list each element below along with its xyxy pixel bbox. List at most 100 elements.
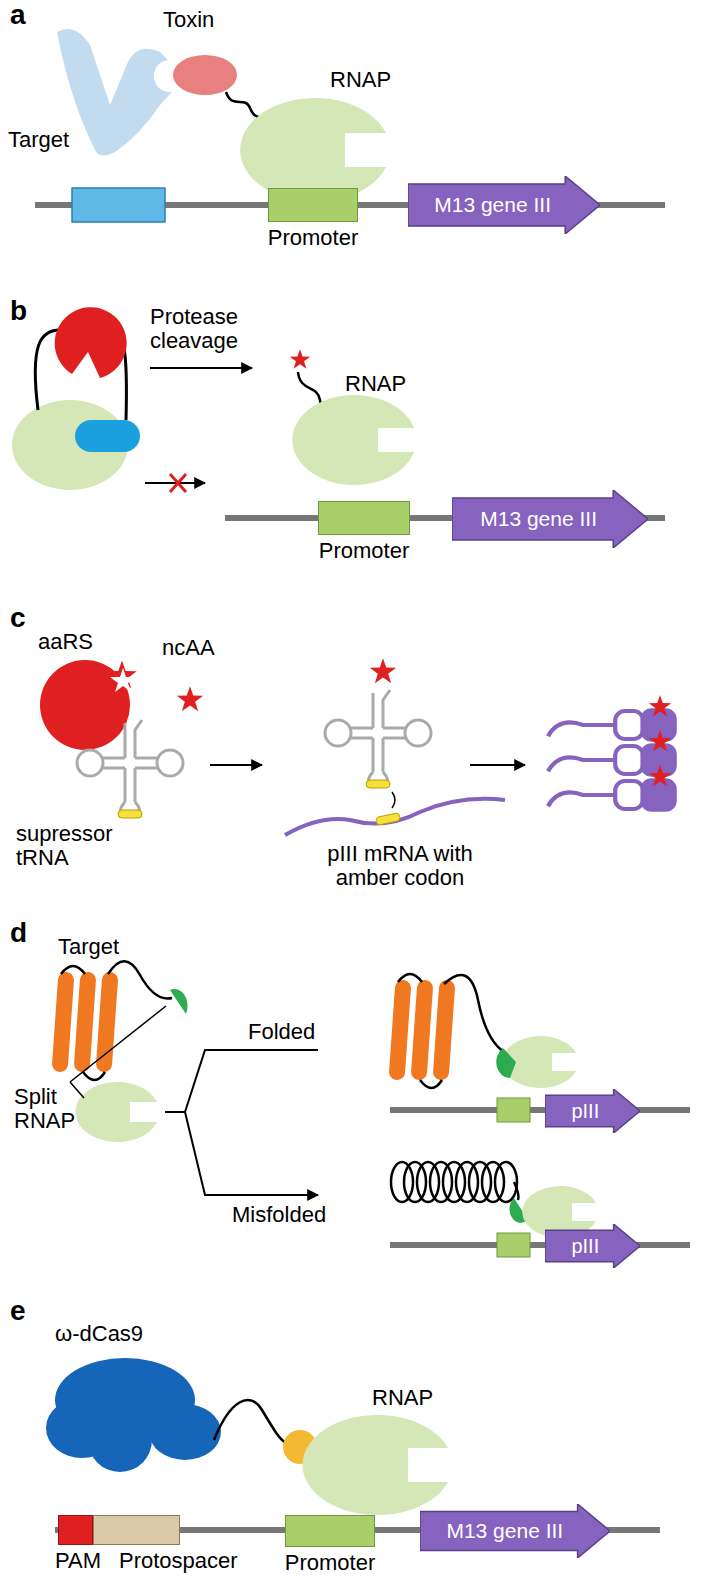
mrna (285, 799, 505, 835)
dcas9-part (149, 1404, 221, 1460)
panel-d-art-part (300, 1050, 318, 1195)
part-label: supressor tRNA (16, 822, 141, 870)
part-label: RNAP (372, 1386, 433, 1410)
gene-label: M13 gene III (446, 1519, 563, 1542)
target-site (72, 188, 165, 222)
panel-c-art-part (325, 690, 431, 788)
panel-d-art-part (52, 966, 119, 1080)
part-label: aaRS (38, 630, 93, 654)
panel-b-art-part (59, 317, 84, 341)
gene-arrow-outline (545, 1089, 640, 1133)
gene-arrow: pIII (545, 1089, 640, 1133)
part-label: Split RNAP (14, 1085, 84, 1133)
dcas9-part (88, 1408, 152, 1472)
dna-element-box: Protospacer (93, 1515, 180, 1545)
arrow (470, 764, 525, 766)
gene-label: M13 gene III (434, 193, 551, 216)
element-label: Promoter (268, 226, 358, 250)
coil-loop (430, 1162, 452, 1202)
panel-c-art-part (548, 765, 677, 812)
coil-loop (482, 1162, 504, 1202)
arrow (150, 367, 252, 369)
element-box (58, 1515, 93, 1545)
coil-loop (469, 1162, 491, 1202)
linker (108, 961, 172, 998)
panel-letter: b (10, 296, 27, 327)
coil-loop (417, 1162, 439, 1202)
gene-label: pIII (571, 1100, 599, 1122)
gene-label: pIII (571, 1235, 599, 1257)
gene-arrow: M13 gene III (408, 176, 600, 234)
panel-letter: e (10, 1296, 26, 1327)
panel-letter: a (10, 0, 26, 31)
linker (214, 1400, 285, 1442)
branch-label: Misfolded (232, 1203, 326, 1227)
element-label: PAM (55, 1549, 101, 1573)
target-protein (57, 29, 172, 156)
panel-b-art-part (290, 349, 311, 369)
panel-e-art (46, 1358, 660, 1530)
part-label: Target (8, 128, 69, 152)
panel-d-art (52, 961, 690, 1257)
protease (55, 307, 127, 378)
gene-arrow-outline (420, 1504, 610, 1558)
coil-loop (404, 1162, 426, 1202)
promoter (497, 1233, 530, 1257)
part-label: Target (58, 935, 119, 959)
gene-arrow: M13 gene III (420, 1504, 610, 1558)
amber-codon (375, 813, 400, 826)
promoter (497, 1098, 530, 1122)
dna-element-box: PAM (58, 1515, 93, 1545)
blocked-arrow (145, 482, 205, 484)
element-label: Promoter (319, 539, 409, 563)
split-rnap (75, 1082, 157, 1142)
step-label: Protease cleavage (150, 305, 255, 353)
leader (70, 1006, 166, 1098)
dna-element-box: Promoter (318, 501, 410, 535)
panel-letter: c (10, 603, 26, 634)
element-box (318, 501, 410, 535)
panel-c-art-part (392, 792, 395, 808)
part-label: RNAP (345, 372, 406, 396)
gene-arrow-outline (545, 1224, 640, 1268)
dna (390, 1107, 690, 1113)
rnap (240, 98, 386, 202)
toxin (173, 55, 237, 95)
panel-c-art-part (110, 668, 136, 692)
gene-arrow: M13 gene III (452, 490, 648, 548)
panel-c-art (40, 658, 677, 835)
gene-arrow: pIII (545, 1224, 640, 1268)
panel-c-art-part (177, 686, 203, 711)
part-label: pIII mRNA with amber codon (300, 842, 500, 890)
gene-arrow-outline (452, 490, 648, 548)
coil-loop (443, 1162, 465, 1202)
coil-loop (495, 1162, 517, 1202)
dna-element-box: Promoter (285, 1515, 375, 1547)
branch-label: Folded (248, 1020, 315, 1044)
dna (390, 1242, 690, 1248)
element-box (285, 1515, 375, 1547)
part-label: ω-dCas9 (55, 1322, 143, 1346)
dcas9 (46, 1358, 221, 1472)
part-label: RNAP (330, 68, 391, 92)
red-cross (170, 474, 186, 492)
arrow (210, 764, 262, 766)
split-fragment (496, 1048, 516, 1078)
coil-loop (391, 1162, 413, 1202)
part-label: Toxin (163, 8, 214, 32)
panel-d-art-part (389, 974, 456, 1088)
rnap (292, 395, 414, 485)
panel-c-art-part (77, 720, 183, 818)
panel-c-art-part (548, 695, 677, 742)
element-label: Promoter (285, 1551, 375, 1575)
panel-b-art (12, 307, 665, 518)
misfolded-coil (391, 1162, 517, 1202)
panel-letter: d (10, 918, 27, 949)
branch (165, 1050, 318, 1195)
part-label: ncAA (162, 636, 215, 660)
panel-c-art-part (370, 658, 396, 683)
element-box (268, 188, 358, 222)
inhibitor (75, 420, 140, 452)
linker (514, 1182, 519, 1200)
